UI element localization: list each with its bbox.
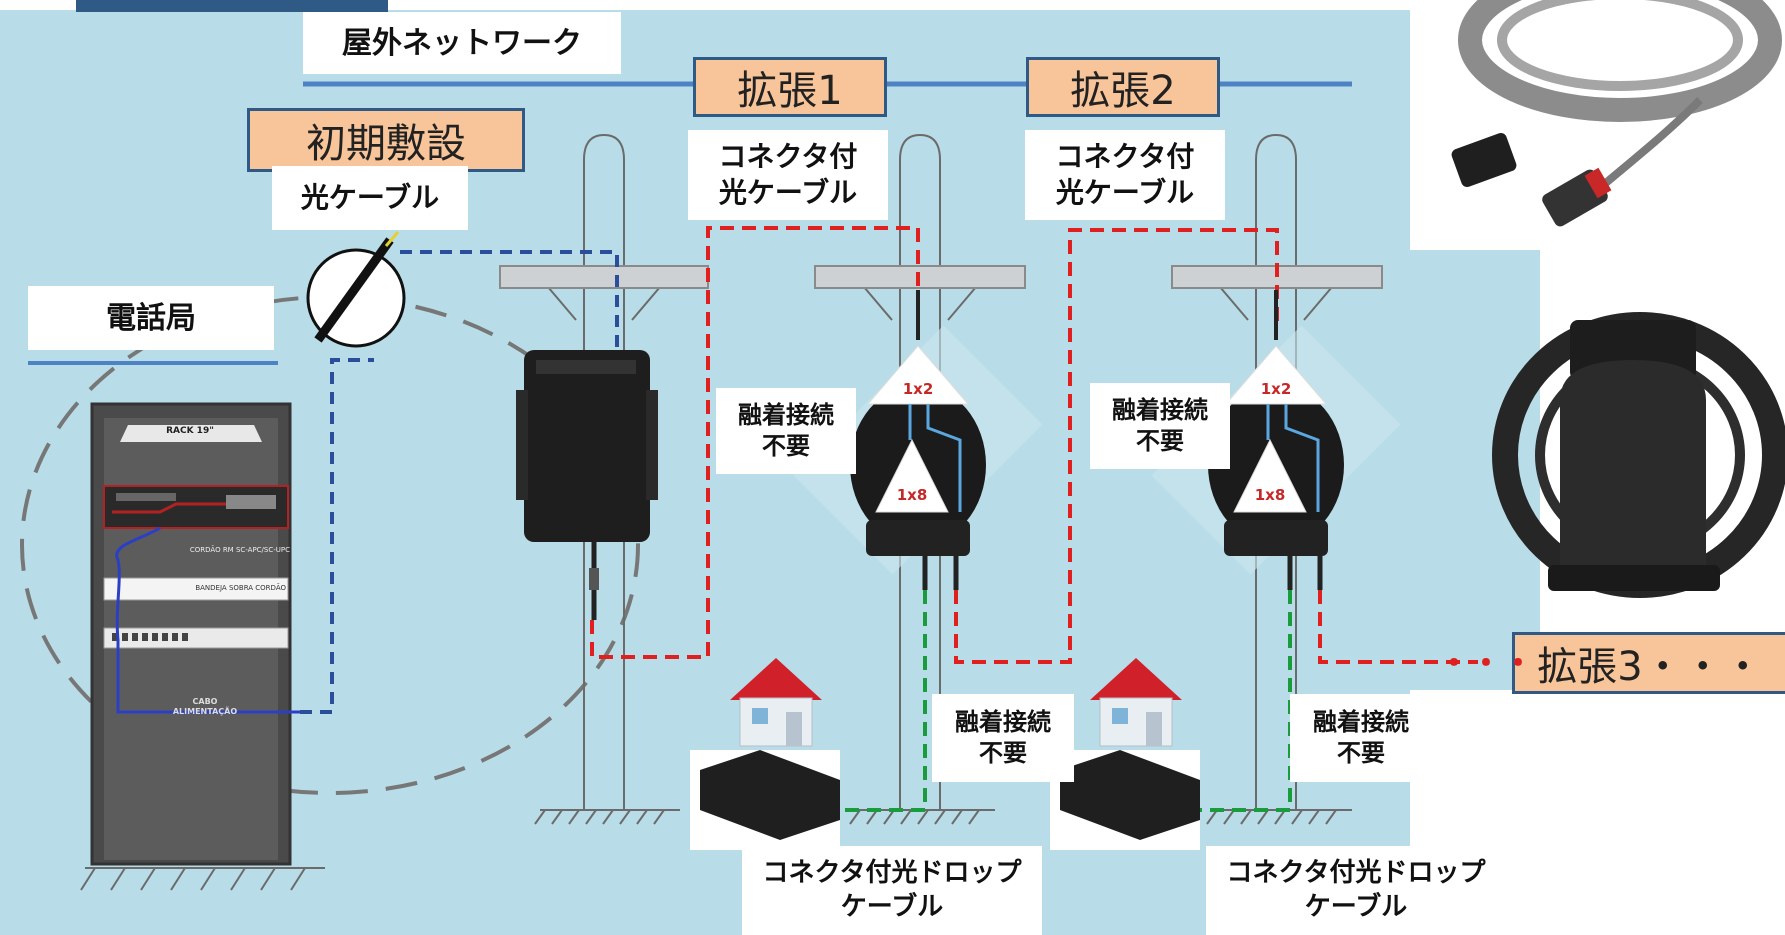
drop-cable-label-1: コネクタ付光ドロップ ケーブル bbox=[742, 846, 1042, 935]
no-splice-label-3: 融着接続 不要 bbox=[932, 694, 1074, 782]
central-office-label: 電話局 bbox=[28, 286, 274, 350]
pole-3 bbox=[1255, 133, 1297, 810]
equipment-rack bbox=[90, 402, 300, 866]
utility-poles bbox=[547, 133, 1333, 810]
connector-cable-3 bbox=[1318, 590, 1478, 664]
pole-2 bbox=[899, 133, 941, 810]
splice-closure-box bbox=[516, 350, 658, 620]
splitter-2-bottom-label: 1x8 bbox=[1254, 486, 1286, 504]
connector-cable-2 bbox=[954, 228, 1279, 664]
connector-cable-product bbox=[1410, 0, 1785, 250]
optical-cable-label: 光ケーブル bbox=[272, 166, 468, 230]
house-1 bbox=[690, 658, 840, 850]
rack-title-plate bbox=[120, 425, 262, 442]
no-splice-label-4: 融着接続 不要 bbox=[1290, 694, 1432, 782]
fiber-cable-icon bbox=[306, 231, 406, 348]
initial-install-tag: 初期敷設 bbox=[247, 108, 525, 172]
no-splice-label-2: 融着接続 不要 bbox=[1090, 383, 1230, 469]
closure-reel-product bbox=[1492, 312, 1785, 598]
splitter-1-top-label: 1x2 bbox=[902, 380, 934, 398]
drop-cable-label-2: コネクタ付光ドロップ ケーブル bbox=[1206, 846, 1506, 935]
rack-title: RACK 19" bbox=[166, 426, 214, 436]
expansion-2-tag: 拡張2 bbox=[1026, 57, 1220, 117]
top-header-box bbox=[76, 0, 388, 12]
splitter-1-bottom-label: 1x8 bbox=[896, 486, 928, 504]
drop-cable-1 bbox=[830, 590, 927, 812]
rack-internal-cable bbox=[115, 526, 300, 714]
crossarm-1 bbox=[499, 265, 709, 289]
rack-power-label: CABO ALIMENTAÇÃO bbox=[172, 697, 238, 717]
connector-cable-1 bbox=[590, 226, 920, 659]
expansion-1-tag: 拡張1 bbox=[693, 57, 887, 117]
rack-tray-label: BANDEJA SOBRA CORDÃO bbox=[195, 584, 286, 592]
splitter-closure-2 bbox=[1151, 290, 1401, 590]
feeder-cable bbox=[300, 250, 619, 714]
connector-cable-label-1: コネクタ付 光ケーブル bbox=[688, 130, 888, 220]
drop-cable-2 bbox=[1198, 590, 1292, 812]
rack-cord-label: CORDÃO RM SC-APC/SC-UPC bbox=[189, 546, 290, 554]
patch-panel bbox=[103, 627, 289, 649]
connector-cable-label-2: コネクタ付 光ケーブル bbox=[1025, 130, 1225, 220]
splitter-closure-1 bbox=[793, 290, 1043, 590]
cord-tray bbox=[103, 577, 289, 601]
expansion-3-tag: 拡張3・・・ bbox=[1512, 632, 1785, 694]
outdoor-network-label: 屋外ネットワーク bbox=[303, 12, 621, 74]
house-2 bbox=[1050, 658, 1200, 850]
ground-hatches bbox=[80, 809, 1352, 891]
pole-1 bbox=[583, 133, 625, 810]
splitter-2-top-label: 1x2 bbox=[1260, 380, 1292, 398]
continuation-ellipsis: ・・・ bbox=[1438, 644, 1535, 682]
no-splice-label-1: 融着接続 不要 bbox=[716, 388, 856, 474]
